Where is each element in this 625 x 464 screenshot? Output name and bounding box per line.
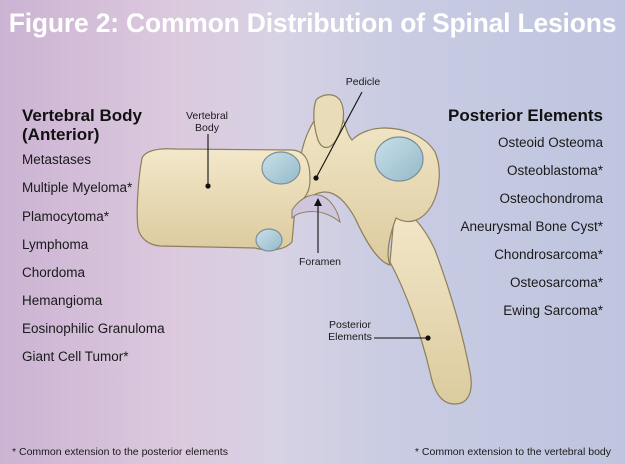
spinous-process — [389, 204, 472, 405]
articular-facet-pedicle — [261, 151, 301, 185]
posterior-elements-heading: Posterior Elements — [448, 106, 603, 125]
posterior-elements-label-line1: Posterior — [328, 319, 371, 331]
figure-title: Figure 2: Common Distribution of Spinal … — [8, 8, 617, 38]
list-item: Plamocytoma* — [22, 209, 110, 224]
footnote-right: * Common extension to the vertebral body — [414, 446, 611, 458]
list-item: Osteosarcoma* — [509, 275, 603, 290]
list-item: Eosinophilic Granuloma — [22, 321, 165, 336]
list-item: Osteochondroma — [499, 191, 603, 206]
vertebral-body-heading: Vertebral Body (Anterior) — [22, 106, 222, 144]
footnote-left: * Common extension to the posterior elem… — [12, 446, 228, 458]
list-item: Metastases — [22, 152, 92, 167]
articular-facet-inferior — [255, 228, 283, 252]
vertebral-body-label-line1: Vertebral — [185, 110, 229, 122]
foramen-shape — [291, 194, 341, 224]
list-item: Ewing Sarcoma* — [503, 303, 603, 318]
articular-facet-posterior — [374, 136, 424, 182]
posterior-elements-label: Posterior Elements — [322, 319, 378, 343]
vertebral-body-heading-line1: Vertebral Body — [22, 106, 142, 125]
list-item: Giant Cell Tumor* — [22, 349, 129, 364]
list-item: Lymphoma — [22, 237, 89, 252]
list-item: Hemangioma — [22, 293, 103, 308]
posterior-elements-dot — [425, 335, 431, 341]
pedicle-label: Pedicle — [345, 76, 381, 88]
vertebral-body-dot — [205, 183, 211, 189]
vertebral-body-label: Vertebral Body — [178, 110, 236, 134]
vertebral-body-heading-line2: (Anterior) — [22, 125, 100, 144]
list-item: Chondrosarcoma* — [494, 247, 603, 262]
list-item: Chordoma — [22, 265, 86, 280]
pedicle-dot — [313, 175, 319, 181]
foramen-arrowhead — [314, 198, 322, 206]
list-item: Aneurysmal Bone Cyst* — [460, 219, 603, 234]
list-item: Multiple Myeloma* — [22, 180, 133, 195]
pedicle-leader — [315, 91, 363, 179]
list-item: Osteoid Osteoma — [497, 135, 603, 150]
posterior-elements-label-line2: Elements — [328, 331, 372, 343]
vertebral-body-label-line2: Body — [195, 122, 219, 134]
foramen-label: Foramen — [298, 256, 341, 268]
list-item: Osteoblastoma* — [506, 163, 603, 178]
